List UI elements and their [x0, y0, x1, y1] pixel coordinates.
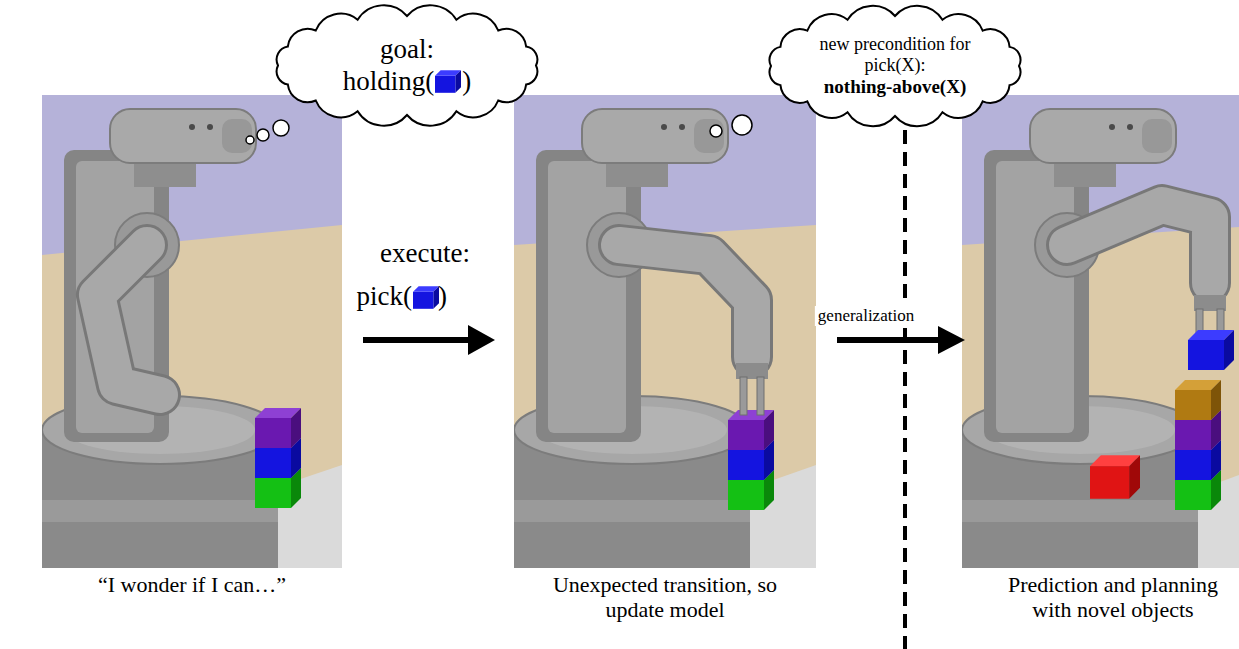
robot-body	[42, 109, 278, 568]
robot-scene	[42, 95, 342, 568]
cloud-text: goal:	[380, 34, 434, 65]
cube	[728, 410, 774, 450]
robot-body	[962, 109, 1198, 568]
cloud-text: holding(	[343, 66, 435, 97]
action-label: )	[438, 281, 447, 312]
cloud-text: nothing-above(X)	[824, 76, 967, 98]
text-line: goal:	[380, 34, 434, 65]
cube	[1175, 380, 1221, 420]
text-line: new precondition for pick(X):	[813, 34, 978, 75]
generalization-arrow	[837, 326, 965, 354]
cloud-text: new precondition for pick(X):	[813, 34, 978, 75]
robot-scene	[962, 95, 1239, 568]
execute-arrow	[363, 325, 495, 355]
robot-body	[514, 109, 750, 568]
panel-caption: Prediction and planning with novel objec…	[993, 572, 1233, 623]
action-label: execute:	[380, 238, 470, 269]
panel-caption: “I wonder if I can…”	[42, 572, 342, 597]
cube-icon	[435, 70, 461, 93]
cube-icon	[413, 286, 439, 309]
cloud-text: new precondition for pick(X):nothing-abo…	[813, 34, 978, 97]
action-label: pick(	[357, 281, 412, 312]
cube	[1090, 455, 1140, 498]
cube	[255, 408, 301, 448]
text-line: holding()	[343, 66, 472, 97]
divider-dashed	[903, 130, 907, 649]
thought-cloud: goal:holding()	[262, 0, 552, 131]
cloud-text: )	[462, 66, 471, 97]
text-line: nothing-above(X)	[824, 76, 967, 98]
arrow-label: generalization	[815, 306, 917, 326]
cube	[1188, 330, 1234, 370]
cloud-text: goal:holding()	[343, 34, 472, 96]
thought-bubbles	[246, 115, 752, 144]
panel-caption: Unexpected transition, so update model	[525, 572, 805, 623]
robot-scene	[514, 95, 816, 568]
cube-icon	[435, 70, 461, 93]
thought-cloud: new precondition for pick(X):nothing-abo…	[755, 0, 1035, 132]
